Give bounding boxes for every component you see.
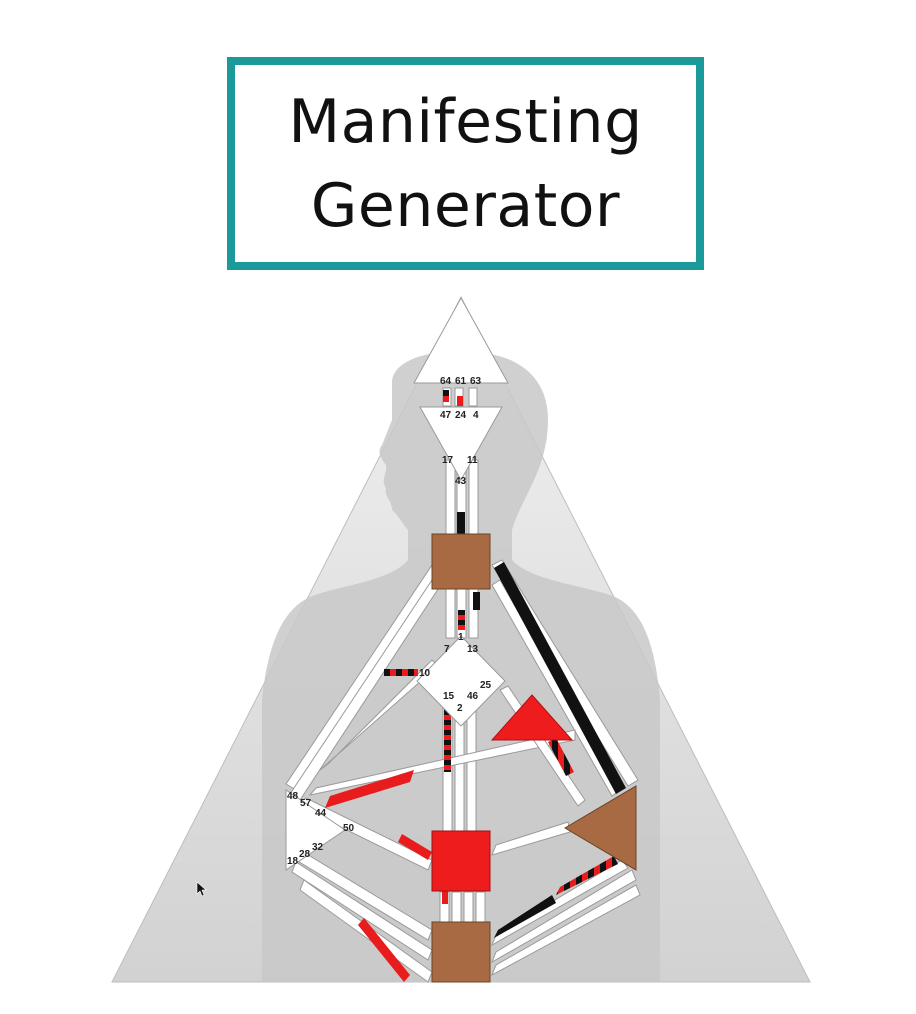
gate-13: 13 bbox=[467, 644, 479, 655]
gate-46: 46 bbox=[467, 691, 479, 702]
mouse-pointer-icon bbox=[196, 881, 207, 897]
title-line-1: Manifesting bbox=[288, 86, 643, 157]
gate-44: 44 bbox=[315, 808, 327, 819]
gate-17: 17 bbox=[442, 455, 454, 466]
g-center bbox=[416, 635, 506, 727]
sacral-center bbox=[431, 830, 491, 892]
heart-center bbox=[490, 694, 574, 741]
gate-63: 63 bbox=[470, 376, 482, 387]
gate-labels: 64 61 63 47 24 4 17 11 43 1 7 13 10 25 1… bbox=[287, 376, 492, 867]
gate-1: 1 bbox=[458, 632, 464, 643]
head-center bbox=[413, 296, 509, 384]
gate-28: 28 bbox=[299, 849, 311, 860]
type-title-box: Manifesting Generator bbox=[227, 57, 704, 270]
gate-11: 11 bbox=[467, 455, 478, 466]
gate-64: 64 bbox=[440, 376, 452, 387]
solar-plexus-center bbox=[564, 785, 637, 871]
gate-32: 32 bbox=[312, 842, 324, 853]
gate-25: 25 bbox=[480, 680, 492, 691]
ajna-center bbox=[419, 406, 503, 482]
gate-48: 48 bbox=[287, 791, 299, 802]
gate-4: 4 bbox=[473, 410, 479, 421]
activations bbox=[325, 390, 626, 982]
gate-47: 47 bbox=[440, 410, 452, 421]
title-line-2: Generator bbox=[310, 170, 621, 241]
gate-50: 50 bbox=[343, 823, 355, 834]
gate-7: 7 bbox=[444, 644, 450, 655]
gate-2: 2 bbox=[457, 703, 463, 714]
gate-57: 57 bbox=[300, 798, 312, 809]
throat-center bbox=[431, 533, 491, 590]
root-center bbox=[431, 921, 491, 983]
gate-10: 10 bbox=[419, 668, 431, 679]
gate-18: 18 bbox=[287, 856, 299, 867]
gate-43: 43 bbox=[455, 476, 467, 487]
gate-15: 15 bbox=[443, 691, 455, 702]
spleen-center bbox=[285, 789, 346, 871]
gate-24: 24 bbox=[455, 410, 467, 421]
gate-61: 61 bbox=[455, 376, 467, 387]
